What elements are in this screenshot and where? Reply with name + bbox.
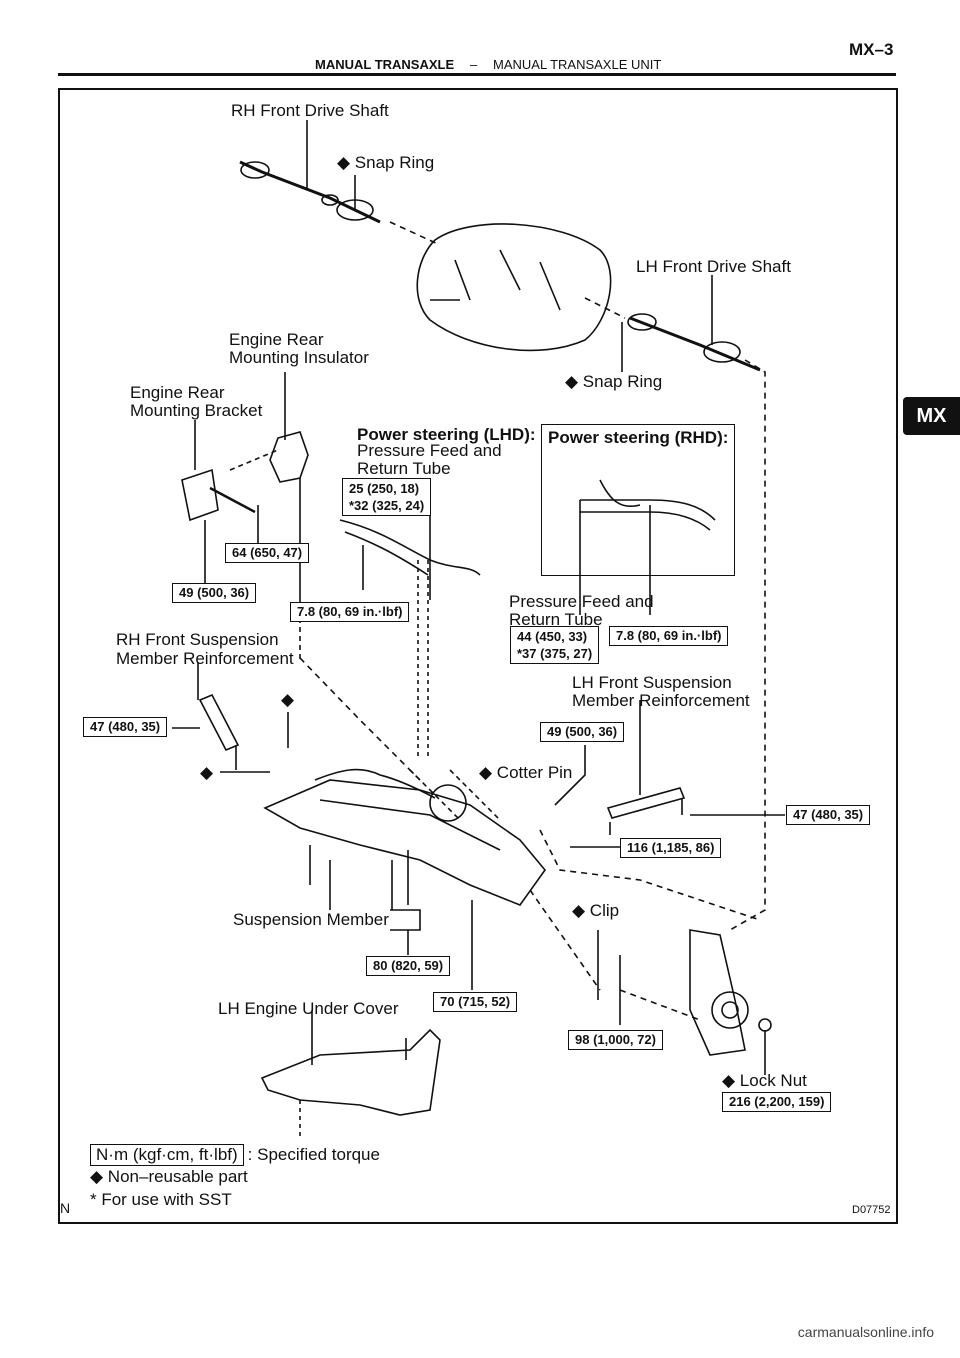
engine-under-cover-icon <box>260 1028 441 1116</box>
torque-37-sst: *37 (375, 27) <box>517 646 593 661</box>
mount-bracket-icon <box>181 468 219 522</box>
torque-49-lh: 49 (500, 36) <box>540 722 625 742</box>
engine-rear-bracket-label-2: Mounting Bracket <box>130 401 263 420</box>
engine-rear-insulator-label-1: Engine Rear <box>229 330 324 349</box>
engine-rear-insulator-label-2: Mounting Insulator <box>229 348 369 367</box>
engine-mount-icon <box>269 431 309 483</box>
steering-gear-icon <box>429 784 467 822</box>
torque-25-32-box: 25 (250, 18) *32 (325, 24) <box>342 478 432 516</box>
corner-mark: N <box>60 1200 71 1216</box>
pressure-tube-rhd-icon <box>580 479 716 531</box>
pressure-tube-lhd-icon <box>339 519 481 576</box>
header-separator: – <box>470 57 478 72</box>
lh-engine-under-cover-label: LH Engine Under Cover <box>218 999 399 1018</box>
figure-code: D07752 <box>852 1204 891 1216</box>
lh-susp-reinf-label-2: Member Reinforcement <box>572 691 750 710</box>
rh-reinforcement-icon <box>198 693 240 752</box>
rh-front-drive-shaft-label: RH Front Drive Shaft <box>231 101 389 120</box>
torque-32-sst: *32 (325, 24) <box>349 498 425 513</box>
torque-98: 98 (1,000, 72) <box>568 1030 663 1050</box>
torque-47-rh: 47 (480, 35) <box>83 717 168 737</box>
clip-label: ◆ Clip <box>572 901 620 920</box>
torque-216: 216 (2,200, 159) <box>722 1092 832 1112</box>
torque-64: 64 (650, 47) <box>225 543 310 563</box>
transaxle-icon <box>416 223 612 352</box>
rh-susp-reinf-label-1: RH Front Suspension <box>116 630 279 649</box>
torque-70: 70 (715, 52) <box>433 992 518 1012</box>
cotter-pin-label: ◆ Cotter Pin <box>479 763 573 782</box>
lock-nut-label: ◆ Lock Nut <box>722 1071 807 1090</box>
header-rule <box>58 73 896 76</box>
engine-rear-bracket-label-1: Engine Rear <box>130 383 225 402</box>
site-watermark[interactable]: carmanualsonline.info <box>797 1324 934 1340</box>
ps-rhd-label: Power steering (RHD): <box>548 428 729 447</box>
torque-47-lh: 47 (480, 35) <box>786 805 871 825</box>
subsection-title: MANUAL TRANSAXLE UNIT <box>493 57 662 72</box>
pressure-feed-label-1: Pressure Feed and <box>509 592 654 611</box>
nonreusable-legend: ◆ Non–reusable part <box>90 1167 248 1186</box>
snap-ring-mid-label: ◆ Snap Ring <box>565 372 663 391</box>
torque-116: 116 (1,185, 86) <box>620 838 722 858</box>
torque-7-8-rhd: 7.8 (80, 69 in.·lbf) <box>609 626 729 646</box>
sst-legend: * For use with SST <box>90 1190 232 1209</box>
torque-80: 80 (820, 59) <box>366 956 451 976</box>
section-tab[interactable]: MX <box>903 397 960 435</box>
section-title: MANUAL TRANSAXLE <box>315 57 455 72</box>
lock-nut-icon <box>758 1018 772 1032</box>
lh-front-drive-shaft-label: LH Front Drive Shaft <box>636 257 791 276</box>
torque-unit-box: N·m (kgf·cm, ft·lbf) <box>90 1144 244 1166</box>
snap-ring-top-label: ◆ Snap Ring <box>337 153 435 172</box>
page-code: MX–3 <box>849 40 894 59</box>
torque-44-37-box: 44 (450, 33) *37 (375, 27) <box>510 626 600 664</box>
torque-7-8-lhd: 7.8 (80, 69 in.·lbf) <box>290 602 410 622</box>
nonreusable-marker-a: ◆ <box>281 690 295 709</box>
figure-frame <box>58 88 898 1224</box>
nonreusable-marker-b: ◆ <box>200 763 214 782</box>
ps-lhd-label: Power steering (LHD): <box>357 425 536 444</box>
pressure-feed-label-2: Return Tube <box>509 610 603 629</box>
torque-44: 44 (450, 33) <box>517 629 588 644</box>
suspension-member-label: Suspension Member <box>233 910 389 929</box>
lh-drive-shaft-icon <box>629 316 761 372</box>
torque-legend: N·m (kgf·cm, ft·lbf): Specified torque <box>90 1144 380 1166</box>
torque-49-bracket: 49 (500, 36) <box>172 583 257 603</box>
lh-reinforcement-icon <box>606 787 686 819</box>
torque-unit-text: : Specified torque <box>247 1145 380 1164</box>
ps-lhd-label-3: Return Tube <box>357 459 451 478</box>
ps-lhd-label-2: Pressure Feed and <box>357 441 502 460</box>
lh-susp-reinf-label-1: LH Front Suspension <box>572 673 732 692</box>
steering-knuckle-icon <box>689 929 746 1056</box>
rh-susp-reinf-label-2: Member Reinforcement <box>116 649 294 668</box>
suspension-member-icon <box>263 779 547 906</box>
rhd-inset-box <box>541 424 735 576</box>
torque-25: 25 (250, 18) <box>349 481 420 496</box>
